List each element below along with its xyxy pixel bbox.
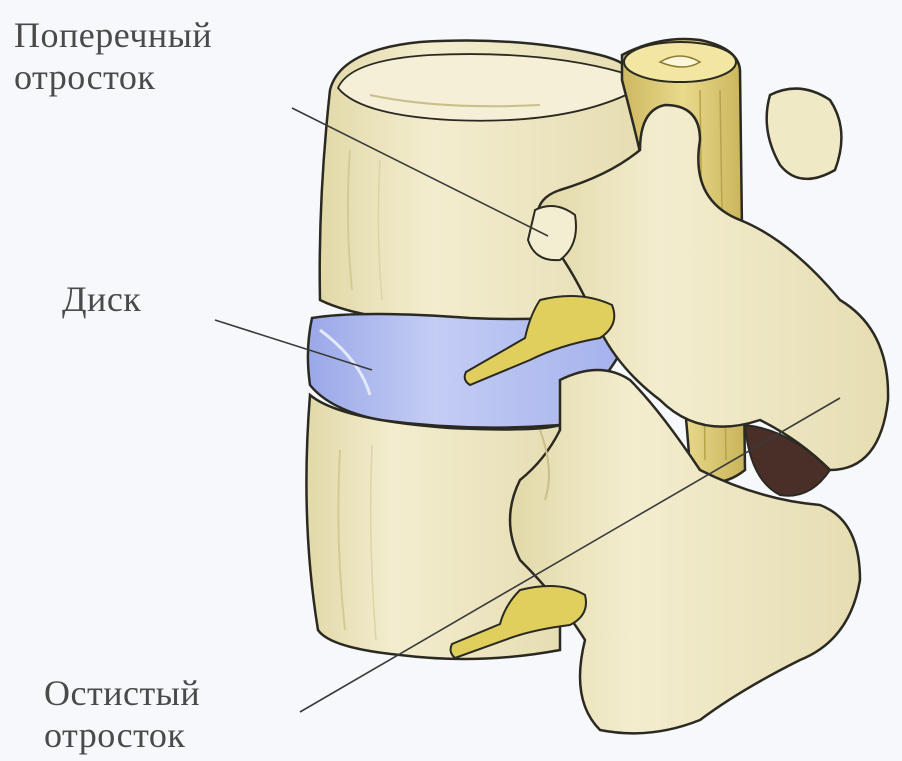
- label-spinous-process: Остистый отросток: [44, 672, 200, 757]
- label-disc: Диск: [62, 278, 141, 320]
- label-transverse-line1: Поперечный: [14, 14, 212, 56]
- label-spinous-line2: отросток: [44, 714, 200, 756]
- label-disc-text: Диск: [62, 278, 141, 320]
- label-transverse-process: Поперечный отросток: [14, 14, 212, 99]
- label-spinous-line1: Остистый: [44, 672, 200, 714]
- label-transverse-line2: отросток: [14, 56, 212, 98]
